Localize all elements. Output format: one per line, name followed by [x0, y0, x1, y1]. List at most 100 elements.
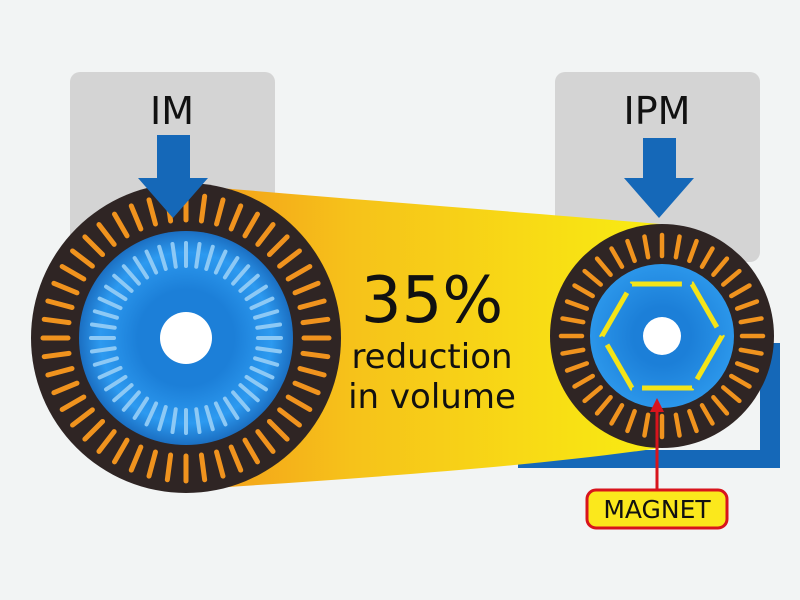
im-rotor-bar	[112, 383, 134, 403]
im-rotor-bar	[204, 244, 215, 271]
ipm-stator-slot	[687, 408, 699, 434]
im-stator-slot	[214, 449, 226, 479]
ipm-stator-slot	[625, 238, 637, 264]
im-rotor-bar	[244, 284, 268, 302]
ipm-stator-slot	[594, 395, 613, 416]
im-stator-slot	[292, 280, 321, 296]
ipm-stator-slot	[560, 316, 586, 325]
im-stator-slot	[59, 394, 87, 412]
im-stator-slot	[112, 211, 130, 239]
im-stator-slot	[51, 280, 80, 296]
im-stator-slot	[214, 197, 226, 227]
im-rotor-bars	[89, 241, 283, 435]
im-rotor-bar	[104, 374, 128, 392]
im-stator-slot	[164, 452, 174, 483]
ipm-stator-slot	[721, 268, 742, 287]
im-stator-slot	[51, 380, 80, 396]
im-stator-slot	[41, 316, 72, 326]
im-stator-slot	[146, 449, 158, 479]
im-rotor-bar	[213, 249, 228, 275]
ipm-stator-slot	[734, 299, 760, 311]
im-stator-slot	[242, 211, 260, 239]
ipm-stator-slot	[560, 347, 586, 356]
im-rotor-bar	[121, 390, 141, 412]
im-stator-slot	[285, 264, 313, 282]
ipm-stator-slot	[673, 412, 682, 438]
ipm-magnet-hexagon	[599, 281, 725, 391]
im-stator-slot	[255, 429, 276, 454]
im-rotor-bar	[97, 365, 123, 380]
im-rotor-bar	[144, 249, 159, 275]
ipm-stator-slot	[738, 316, 764, 325]
im-stator-slot	[277, 248, 302, 269]
im-rotor-bar	[222, 256, 240, 280]
im-stator-slot	[255, 222, 276, 247]
im-stator-slot	[277, 407, 302, 428]
ipm-stator-slot	[609, 403, 625, 426]
ipm-stator-slot	[729, 283, 752, 299]
im-rotor-bar	[144, 401, 159, 427]
im-rotor-bar	[238, 383, 260, 403]
im-stator-slot	[45, 366, 75, 378]
im-stator-slot	[266, 234, 290, 258]
im-rotor-bar	[255, 346, 283, 354]
ipm-stator-slot	[582, 268, 603, 287]
ipm-stator-slot	[572, 373, 595, 389]
im-rotor-bar	[231, 390, 251, 412]
magnet-pointer	[650, 398, 664, 412]
im-rotor-bar	[194, 241, 202, 269]
ipm-stator-slot	[572, 283, 595, 299]
ipm-stator-slot	[594, 256, 613, 277]
reduction-percent: 35%	[361, 264, 503, 338]
magnet-label: MAGNET	[603, 495, 711, 524]
ipm-stator-slot	[582, 385, 603, 404]
im-rotor-bar	[132, 396, 150, 420]
im-stator-slot	[300, 350, 331, 360]
im-rotor-bar	[253, 309, 280, 320]
im-rotor-bar	[89, 322, 117, 330]
im-stator-slot	[297, 298, 327, 310]
ipm-stator-slots	[558, 232, 766, 440]
im-stator-slot	[300, 316, 331, 326]
im-stator-slot	[198, 452, 208, 483]
im-stator-slot	[146, 197, 158, 227]
ipm-stator-slot	[673, 234, 682, 260]
im-stator-slot	[70, 248, 95, 269]
down-arrow-icon	[624, 138, 694, 218]
im-rotor-bar	[170, 241, 178, 269]
reduction-line-2: in volume	[348, 377, 516, 417]
im-rotor-bar	[231, 264, 251, 286]
im-stator-slot	[45, 298, 75, 310]
ipm-stator-slot	[711, 256, 730, 277]
im-stator-slot	[128, 203, 144, 232]
im-stator-slot	[70, 407, 95, 428]
im-stator-slot	[285, 394, 313, 412]
im-rotor-bar	[249, 365, 275, 380]
im-rotor-bar	[92, 356, 119, 367]
im-stator-slot	[242, 437, 260, 465]
ipm-shaft	[643, 317, 681, 355]
reduction-line-1: reduction	[351, 337, 512, 377]
ipm-stator-slot	[721, 385, 742, 404]
down-arrow-icon	[138, 135, 208, 218]
im-stator-slot	[297, 366, 327, 378]
im-rotor-bar	[238, 273, 260, 293]
im-rotor-bar	[213, 401, 228, 427]
im-stator-slot	[96, 429, 117, 454]
ipm-stator-slot	[687, 238, 699, 264]
ipm-stator-slot	[699, 246, 715, 269]
im-stator-slot	[41, 350, 72, 360]
im-rotor-bar	[89, 346, 117, 354]
im-rotor-bar	[157, 244, 168, 271]
im-rotor-bar	[244, 374, 268, 392]
im-stator-slot	[228, 444, 244, 473]
ipm-motor	[550, 224, 774, 448]
im-rotor-bar	[204, 405, 215, 432]
im-rotor-bar	[222, 396, 240, 420]
ipm-stator-slot	[564, 361, 590, 373]
ipm-stator-slot	[642, 412, 651, 438]
im-rotor-bar	[157, 405, 168, 432]
im-rotor-bar	[104, 284, 128, 302]
im-rotor-bar	[194, 407, 202, 435]
